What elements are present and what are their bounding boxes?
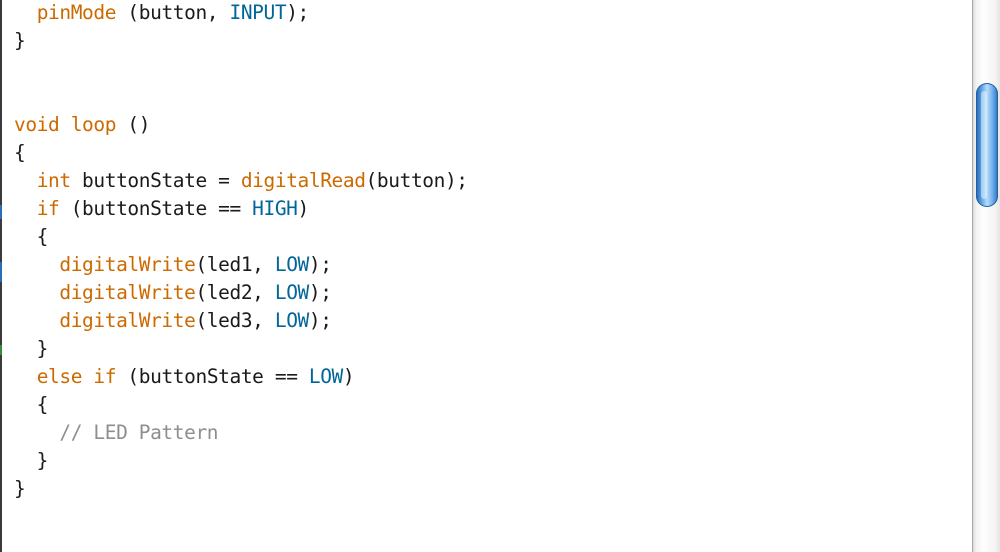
code-token-keyword: digitalWrite (59, 253, 196, 276)
code-line: { (14, 391, 468, 419)
code-token-keyword: pinMode (36, 1, 117, 24)
code-line: digitalWrite(led1, LOW); (14, 251, 468, 279)
code-token: (led1, (195, 253, 275, 276)
code-token (14, 253, 59, 276)
code-line: else if (buttonState == LOW) (14, 363, 468, 391)
code-token: } (14, 449, 49, 472)
code-token-keyword: digitalRead (240, 169, 366, 192)
code-token (14, 169, 37, 192)
code-token: } (14, 337, 49, 360)
code-token: ) (297, 197, 310, 220)
code-token: (led3, (195, 309, 275, 332)
code-text-area[interactable]: pinMode (button, INPUT);}void loop (){ i… (14, 0, 468, 503)
code-token (14, 309, 59, 332)
code-token-keyword: if (93, 365, 117, 388)
code-line: } (14, 447, 468, 475)
code-token: { (14, 225, 49, 248)
code-token-constant: LOW (274, 253, 309, 276)
code-token-constant: LOW (308, 365, 343, 388)
scrollbar-thumb[interactable] (976, 83, 998, 207)
code-token: (buttonState == (116, 365, 309, 388)
code-token-constant: INPUT (229, 1, 287, 24)
code-token: (button); (365, 169, 468, 192)
code-token-keyword: loop (70, 113, 117, 136)
code-token (14, 421, 59, 444)
code-token-keyword: int (36, 169, 71, 192)
code-token: ) (342, 365, 355, 388)
code-comment: // LED Pattern (59, 421, 219, 444)
code-token: (led2, (195, 281, 275, 304)
code-token: buttonState = (70, 169, 241, 192)
code-token: } (14, 29, 26, 52)
code-token: (buttonState == (59, 197, 253, 220)
code-token: { (14, 393, 49, 416)
code-line: int buttonState = digitalRead(button); (14, 167, 468, 195)
code-line: digitalWrite(led2, LOW); (14, 279, 468, 307)
code-token: } (14, 477, 26, 500)
code-line: pinMode (button, INPUT); (14, 0, 468, 27)
code-line: // LED Pattern (14, 419, 468, 447)
code-line: if (buttonState == HIGH) (14, 195, 468, 223)
code-token-keyword: void (14, 113, 60, 136)
code-token-constant: LOW (274, 281, 309, 304)
code-line (14, 83, 468, 111)
code-token (82, 365, 93, 388)
code-editor[interactable]: pinMode (button, INPUT);}void loop (){ i… (2, 0, 972, 552)
code-line: void loop () (14, 111, 468, 139)
gutter-marker (0, 262, 2, 282)
code-token (14, 197, 37, 220)
code-token: { (14, 141, 26, 164)
code-line: } (14, 27, 468, 55)
code-token: () (116, 113, 151, 136)
code-line: { (14, 139, 468, 167)
code-line: } (14, 335, 468, 363)
vertical-scrollbar[interactable] (972, 0, 1000, 552)
gutter-marker (0, 205, 2, 219)
code-token (14, 281, 59, 304)
code-token (14, 1, 37, 24)
code-token-keyword: else (36, 365, 83, 388)
code-token: ); (308, 281, 332, 304)
code-line (14, 55, 468, 83)
code-token-constant: LOW (274, 309, 309, 332)
code-line: } (14, 475, 468, 503)
code-token-keyword: digitalWrite (59, 309, 196, 332)
code-token-keyword: digitalWrite (59, 281, 196, 304)
code-line: { (14, 223, 468, 251)
code-token-constant: HIGH (252, 197, 298, 220)
code-token-keyword: if (36, 197, 60, 220)
code-token: (button, (116, 1, 230, 24)
code-token: ); (308, 253, 332, 276)
code-token: ); (286, 1, 309, 24)
gutter-marker (0, 345, 2, 355)
code-line: digitalWrite(led3, LOW); (14, 307, 468, 335)
code-token: ); (308, 309, 332, 332)
code-token (14, 365, 37, 388)
code-token (59, 113, 70, 136)
